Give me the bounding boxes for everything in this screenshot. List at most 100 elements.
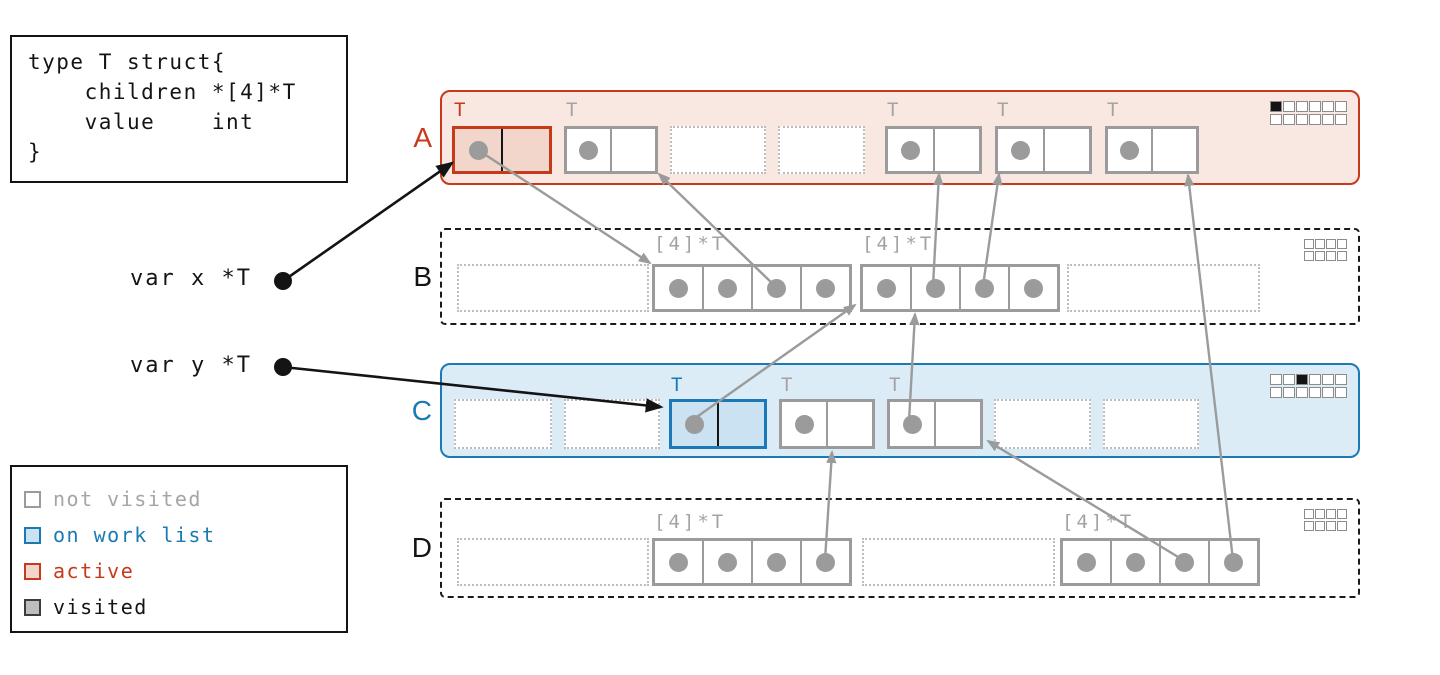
free-slot-D.free2 — [862, 538, 1055, 586]
bitmap-cell — [1326, 251, 1336, 261]
array-cell — [1112, 541, 1161, 583]
free-slot-C.free2 — [564, 399, 660, 449]
bitmap-cell — [1304, 509, 1314, 519]
bitmap-cell — [1337, 509, 1347, 519]
array-cell — [961, 267, 1010, 309]
bitmap-row — [1270, 114, 1348, 125]
children-pointer-cell — [672, 402, 719, 446]
pointer-dot — [794, 414, 814, 434]
not-visited-swatch-icon — [24, 490, 41, 508]
bitmap-cell — [1326, 509, 1336, 519]
region-label-A: A — [413, 121, 432, 153]
pointer-dot — [579, 140, 598, 160]
pointer-dot — [1010, 140, 1030, 160]
array-cell — [704, 541, 753, 583]
array-cell — [1063, 541, 1112, 583]
free-slot-D.free1 — [457, 538, 649, 586]
pointer-dot — [900, 140, 920, 160]
mark-bits-B — [1304, 239, 1348, 263]
bitmap-cell — [1309, 114, 1321, 125]
pointer-dot — [1224, 552, 1243, 572]
value-cell — [1153, 129, 1196, 171]
slot-type-label: T — [1107, 99, 1122, 121]
bitmap-cell-marked — [1270, 101, 1282, 112]
slot-type-label: [4]*T — [1062, 511, 1135, 533]
value-cell — [612, 129, 655, 171]
pointer-dot — [1077, 552, 1096, 572]
legend-label: not visited — [53, 487, 202, 511]
bitmap-cell — [1283, 101, 1295, 112]
slot-type-label: T — [887, 99, 902, 121]
heap-object-A.obj1 — [452, 126, 552, 174]
slot-type-label: T — [454, 99, 469, 121]
free-slot-C.free3 — [994, 399, 1091, 449]
bitmap-cell — [1270, 114, 1282, 125]
bitmap-cell — [1304, 251, 1314, 261]
code-line: children *[4]*T — [28, 80, 297, 104]
mark-bits-C — [1270, 374, 1348, 400]
slot-type-label: T — [889, 374, 904, 396]
var-x-pointer-dot — [274, 272, 292, 290]
type-definition-box: type T struct{ children *[4]*T value int… — [10, 35, 348, 183]
children-pointer-cell — [567, 129, 612, 171]
array-cell — [1210, 541, 1257, 583]
slot-type-label: [4]*T — [862, 233, 935, 255]
heap-object-C.obj3 — [887, 399, 983, 449]
children-pointer-cell — [888, 129, 935, 171]
bitmap-cell — [1322, 101, 1334, 112]
legend-item-active: active — [24, 553, 346, 589]
slot-type-label: T — [997, 99, 1012, 121]
free-slot-A.free1 — [670, 126, 766, 174]
array-cell — [753, 267, 802, 309]
bitmap-cell — [1326, 239, 1336, 249]
bitmap-row — [1304, 521, 1348, 531]
pointer-array-B.arr2 — [860, 264, 1060, 312]
bitmap-row — [1304, 239, 1348, 249]
bitmap-cell — [1309, 387, 1321, 398]
pointer-array-D.arr1 — [652, 538, 852, 586]
bitmap-cell — [1309, 101, 1321, 112]
value-cell — [828, 402, 872, 446]
children-pointer-cell — [998, 129, 1045, 171]
code-line: } — [28, 140, 43, 164]
mark-bits-A — [1270, 101, 1348, 127]
array-cell — [1161, 541, 1210, 583]
array-cell — [802, 541, 849, 583]
bitmap-cell — [1296, 114, 1308, 125]
pointer-dot — [767, 278, 786, 298]
bitmap-cell — [1337, 521, 1347, 531]
code-line: type T struct{ — [28, 50, 227, 74]
pointer-dot — [685, 414, 704, 434]
value-cell — [1045, 129, 1090, 171]
legend-label: visited — [53, 595, 148, 619]
pointer-dot — [468, 140, 488, 160]
bitmap-cell — [1326, 521, 1336, 531]
array-cell — [802, 267, 849, 309]
pointer-dot — [816, 278, 835, 298]
value-cell — [719, 402, 764, 446]
bitmap-cell — [1322, 114, 1334, 125]
legend-item-visited: visited — [24, 589, 346, 625]
bitmap-cell — [1315, 509, 1325, 519]
bitmap-cell — [1337, 251, 1347, 261]
bitmap-cell — [1270, 387, 1282, 398]
bitmap-cell — [1296, 101, 1308, 112]
bitmap-row — [1270, 387, 1348, 398]
bitmap-cell — [1335, 101, 1347, 112]
pointer-dot — [718, 278, 737, 298]
bitmap-cell — [1335, 387, 1347, 398]
bitmap-cell — [1335, 114, 1347, 125]
pointer-dot — [877, 278, 896, 298]
heap-object-A.obj3 — [885, 126, 982, 174]
bitmap-cell — [1296, 387, 1308, 398]
heap-object-A.obj2 — [564, 126, 658, 174]
pointer-dot — [1120, 140, 1139, 160]
active-swatch-icon — [24, 562, 41, 580]
array-cell — [863, 267, 912, 309]
array-cell — [1010, 267, 1057, 309]
bitmap-cell — [1315, 239, 1325, 249]
region-label-C: C — [411, 394, 432, 426]
